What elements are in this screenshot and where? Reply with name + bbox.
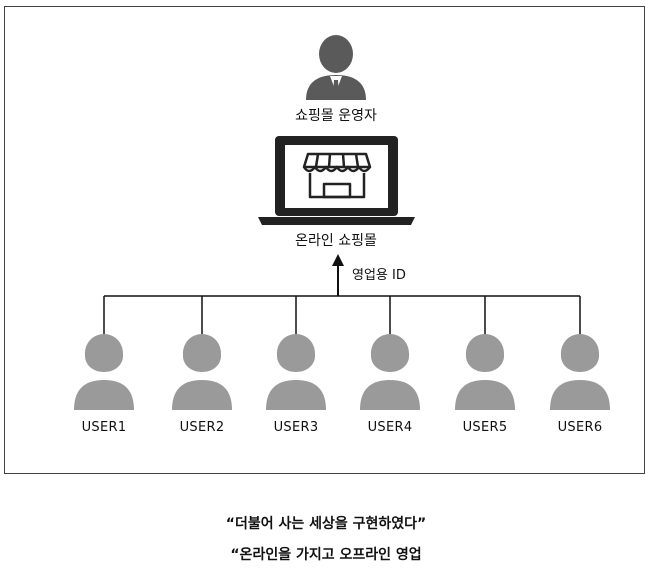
user-label-1: USER1: [81, 420, 127, 435]
caption-line-1: “더불어 사는 세상을 구현하였다”: [225, 516, 427, 532]
connection-label: 영업용 ID: [352, 268, 406, 283]
operator-label: 쇼핑몰 운영자: [295, 108, 377, 124]
user5-icon: [455, 334, 515, 410]
connection-arrow: [332, 254, 344, 296]
user-label-5: USER5: [462, 420, 508, 435]
user2-icon: [172, 334, 232, 410]
laptop-icon: [258, 136, 415, 225]
storefront-icon: [302, 152, 372, 199]
caption-line-2: “온라인을 가지고 오프라인 영업: [230, 547, 422, 563]
user1-icon: [74, 334, 134, 410]
user-connector-lines: [103, 295, 581, 340]
operator-icon: [306, 35, 366, 100]
shop-label: 온라인 쇼핑몰: [295, 233, 377, 249]
user-label-6: USER6: [557, 420, 603, 435]
user-label-3: USER3: [273, 420, 319, 435]
user6-icon: [550, 334, 610, 410]
user3-icon: [266, 334, 326, 410]
user-label-4: USER4: [367, 420, 413, 435]
user4-icon: [360, 334, 420, 410]
user-label-2: USER2: [179, 420, 225, 435]
